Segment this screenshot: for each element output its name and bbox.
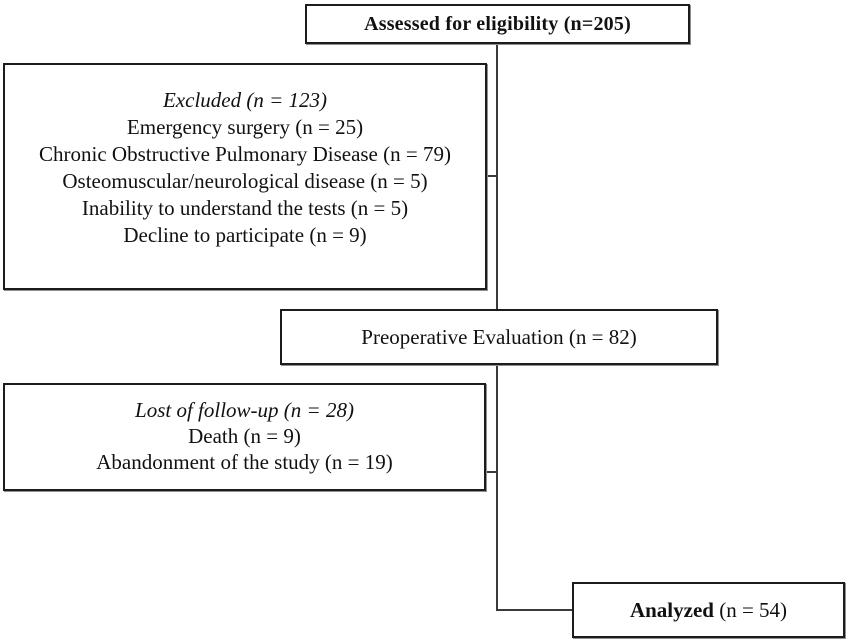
box-analyzed: Analyzed (n = 54)	[572, 582, 845, 638]
connector-branch-lost-follow-up	[486, 471, 497, 473]
connector-branch-excluded	[487, 175, 497, 177]
box-preoperative-evaluation: Preoperative Evaluation (n = 82)	[280, 309, 718, 365]
connector-elbow-analyzed	[496, 609, 573, 611]
box-assessed-for-eligibility: Assessed for eligibility (n=205)	[305, 4, 690, 44]
analyzed-label-bold: Analyzed	[629, 597, 714, 622]
lost-follow-up-item: Death (n = 9)	[188, 424, 301, 448]
excluded-heading: Excluded (n = 123)	[162, 88, 328, 112]
box-lost-of-follow-up: Lost of follow-up (n = 28) Death (n = 9)…	[3, 383, 486, 491]
connector-preop-to-analyzed	[496, 365, 498, 611]
excluded-item: Osteomuscular/neurological disease (n = …	[62, 169, 428, 193]
lost-follow-up-item: Abandonment of the study (n = 19)	[96, 450, 393, 474]
connector-assessed-to-preop	[496, 44, 498, 309]
preoperative-label: Preoperative Evaluation (n = 82)	[361, 324, 637, 349]
excluded-item: Chronic Obstructive Pulmonary Disease (n…	[39, 142, 451, 166]
analyzed-label: Analyzed (n = 54)	[630, 598, 787, 623]
excluded-item: Decline to participate (n = 9)	[123, 223, 367, 247]
box-excluded: Excluded (n = 123) Emergency surgery (n …	[3, 63, 487, 290]
lost-follow-up-heading: Lost of follow-up (n = 28)	[135, 398, 354, 422]
assessed-label: Assessed for eligibility (n=205)	[364, 12, 631, 35]
analyzed-label-rest: (n = 54)	[713, 597, 788, 622]
excluded-item: Emergency surgery (n = 25)	[126, 115, 364, 139]
excluded-item: Inability to understand the tests (n = 5…	[81, 196, 409, 220]
